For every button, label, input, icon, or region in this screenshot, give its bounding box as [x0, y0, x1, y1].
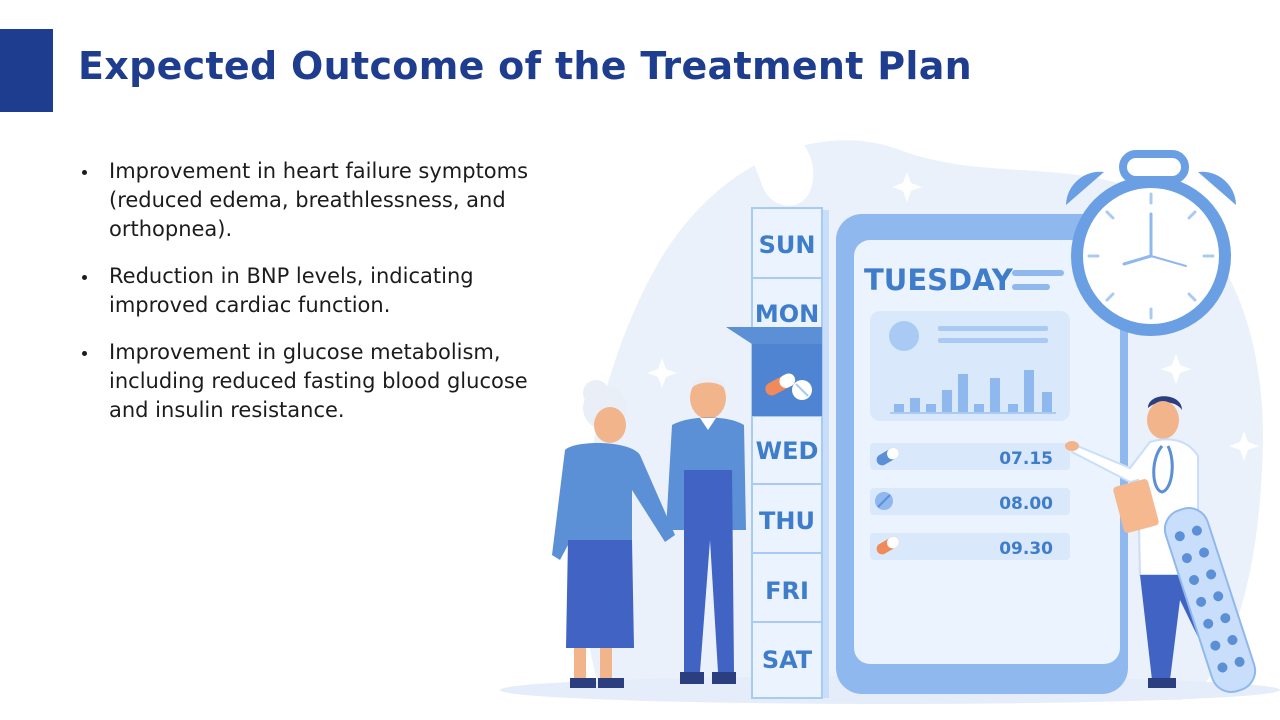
capsule-icon [876, 447, 899, 466]
schedule-time: 09.30 [999, 539, 1053, 559]
bullet-item: Reduction in BNP levels, indicating impr… [78, 262, 548, 320]
tablet-bar-chart [894, 370, 1052, 412]
organizer-day-label: MON [755, 300, 819, 328]
organizer-day-label: SUN [759, 231, 816, 259]
title-accent-bar [0, 29, 53, 112]
bullet-dot [82, 170, 87, 175]
organizer-day-label: SAT [762, 646, 813, 674]
schedule-row: 09.30 [870, 533, 1070, 560]
bullet-dot [82, 351, 87, 356]
alarm-clock-icon [1066, 150, 1236, 336]
slide-title: Expected Outcome of the Treatment Plan [78, 44, 973, 88]
bullet-text: Improvement in heart failure symptoms (r… [109, 159, 529, 241]
organizer-day-label: FRI [765, 577, 809, 605]
bullet-text: Reduction in BNP levels, indicating impr… [109, 264, 474, 317]
capsule-icon [765, 373, 796, 396]
schedule-row: 07.15 [870, 443, 1070, 470]
bullet-item: Improvement in heart failure symptoms (r… [78, 157, 548, 244]
tablet-day-label: TUESDAY [864, 263, 1014, 297]
tablet-device: TUESDAY 07.15 08.00 09.30 [836, 214, 1128, 694]
sparkle-icon [647, 172, 1259, 461]
elderly-woman-figure [552, 380, 675, 688]
pill-organizer: SUN MON WED THU FRI SAT [726, 207, 829, 699]
schedule-time: 08.00 [999, 494, 1053, 514]
bullet-list: Improvement in heart failure symptoms (r… [78, 157, 548, 443]
schedule-time: 07.15 [999, 449, 1053, 469]
schedule-row: 08.00 [870, 488, 1070, 515]
organizer-day-label: THU [759, 507, 815, 535]
bullet-item: Improvement in glucose metabolism, inclu… [78, 338, 548, 425]
capsule-icon [876, 536, 899, 555]
bullet-text: Improvement in glucose metabolism, inclu… [109, 340, 528, 422]
organizer-day-label: WED [756, 437, 819, 465]
elderly-man-figure [666, 376, 746, 684]
tablet-pill-icon [875, 492, 893, 510]
bullet-dot [82, 275, 87, 280]
blister-pack-icon [1163, 507, 1257, 693]
